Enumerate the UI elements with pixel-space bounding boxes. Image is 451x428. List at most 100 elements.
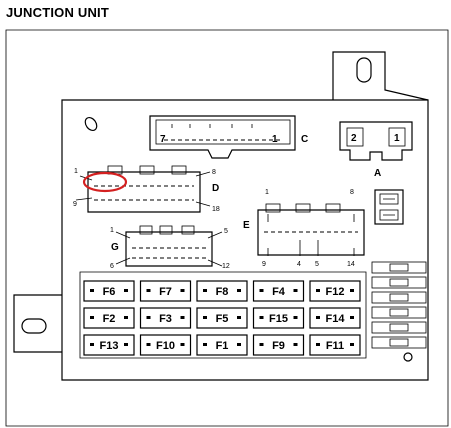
fuse-f2: F2	[83, 307, 135, 329]
fuse-slot	[83, 307, 135, 329]
blade-fuse	[371, 261, 427, 274]
fuse-f12: F12	[309, 280, 361, 302]
fuse-f13: F13	[83, 334, 135, 356]
connector-e-pin-1: 1	[265, 189, 269, 196]
screw-hole	[84, 116, 98, 132]
fuse-terminal	[350, 316, 354, 319]
fuse-terminal	[203, 289, 207, 292]
fuse-terminal	[90, 343, 94, 346]
connector-d-pin-18: 18	[212, 206, 220, 213]
small-relay	[374, 189, 404, 225]
blade-fuse-body	[389, 323, 409, 332]
fuse-terminal	[259, 316, 264, 319]
connector-d-label: D	[212, 183, 219, 194]
fuse-slot	[83, 334, 135, 356]
fuse-label: F13	[100, 340, 119, 352]
fuse-f7: F7	[139, 280, 192, 302]
blade-fuse-body	[389, 338, 409, 347]
highlight-circle	[82, 171, 128, 193]
fuse-terminal	[180, 343, 185, 346]
fuse-slot	[139, 334, 192, 356]
fuse-slot	[196, 334, 248, 356]
fuse-slot	[252, 307, 305, 329]
fuse-terminal	[124, 343, 128, 346]
blade-fuse	[371, 321, 427, 334]
fuse-terminal	[237, 343, 241, 346]
blade-fuse-body	[389, 278, 409, 287]
mount-tab-top	[332, 51, 429, 101]
fuse-terminal	[180, 316, 185, 319]
fuse-slot	[309, 307, 361, 329]
fuse-terminal	[316, 289, 320, 292]
fuse-f5: F5	[196, 307, 248, 329]
fuse-slot	[252, 280, 305, 302]
connector-g: 1 5 6 12 G	[110, 225, 230, 270]
connector-g-pin-5: 5	[224, 228, 228, 235]
connector-e-pin-14: 14	[347, 261, 355, 268]
blade-fuse	[371, 336, 427, 349]
fuse-terminal	[293, 289, 298, 292]
connector-e: 1 8 9 4 5 14 E	[243, 189, 365, 268]
fuse-slot	[252, 334, 305, 356]
fuse-slot	[309, 280, 361, 302]
fuse-f8: F8	[196, 280, 248, 302]
connector-g-pin-1: 1	[110, 227, 114, 234]
fuse-f3: F3	[139, 307, 192, 329]
fuse-terminal	[237, 289, 241, 292]
fuse-f11: F11	[309, 334, 361, 356]
connector-e-label: E	[243, 220, 250, 231]
connector-a-pin-1: 1	[394, 133, 400, 144]
mount-hole-left	[21, 318, 47, 334]
fuse-terminal	[203, 343, 207, 346]
connector-e-pin-4: 4	[297, 261, 301, 268]
fuse-label: F8	[216, 286, 229, 298]
blade-fuse-body	[389, 308, 409, 317]
fuse-terminal	[316, 343, 320, 346]
fuse-f15: F15	[252, 307, 305, 329]
fuse-slot	[83, 280, 135, 302]
connector-a: 2 1 A	[339, 121, 413, 179]
blade-fuse	[371, 276, 427, 289]
fuse-terminal	[146, 289, 151, 292]
connector-e-pin-5: 5	[315, 261, 319, 268]
mount-tab-left	[13, 294, 62, 353]
connector-c-pin-7: 7	[160, 134, 166, 145]
fuse-slot	[139, 307, 192, 329]
connector-e-pin-9: 9	[262, 261, 266, 268]
connector-g-pin-12: 12	[222, 263, 230, 270]
mount-hole-top	[356, 57, 372, 83]
fuse-terminal	[90, 289, 94, 292]
outer-frame	[5, 29, 449, 427]
fuse-f4: F4	[252, 280, 305, 302]
fuse-terminal	[259, 289, 264, 292]
connector-g-pin-6: 6	[110, 263, 114, 270]
blade-fuse-body	[389, 293, 409, 302]
fuse-label: F10	[156, 340, 175, 352]
fuse-label: F4	[272, 286, 286, 298]
fuse-label: F15	[269, 313, 288, 325]
connector-a-pin-2: 2	[351, 133, 357, 144]
connector-e-pin-8: 8	[350, 189, 354, 196]
fuse-block-frame	[79, 271, 367, 359]
fuse-label: F12	[326, 286, 345, 298]
connector-c-label: C	[301, 134, 308, 145]
fuse-terminal	[124, 316, 128, 319]
fuse-terminal	[350, 343, 354, 346]
fuse-terminal	[124, 289, 128, 292]
fuse-label: F11	[326, 340, 344, 352]
fuse-f10: F10	[139, 334, 192, 356]
fuse-label: F6	[103, 286, 116, 298]
fuse-f1: F1	[196, 334, 248, 356]
fuse-slot	[196, 307, 248, 329]
fuse-terminal	[350, 289, 354, 292]
connector-c: 7 1 C	[149, 115, 308, 159]
fuse-label: F2	[103, 313, 116, 325]
fuse-label: F3	[159, 313, 172, 325]
fuse-slot	[196, 280, 248, 302]
fuse-label: F7	[159, 286, 172, 298]
side-fuse-stack	[371, 261, 427, 349]
fuse-terminal	[203, 316, 207, 319]
fuse-terminal	[259, 343, 264, 346]
